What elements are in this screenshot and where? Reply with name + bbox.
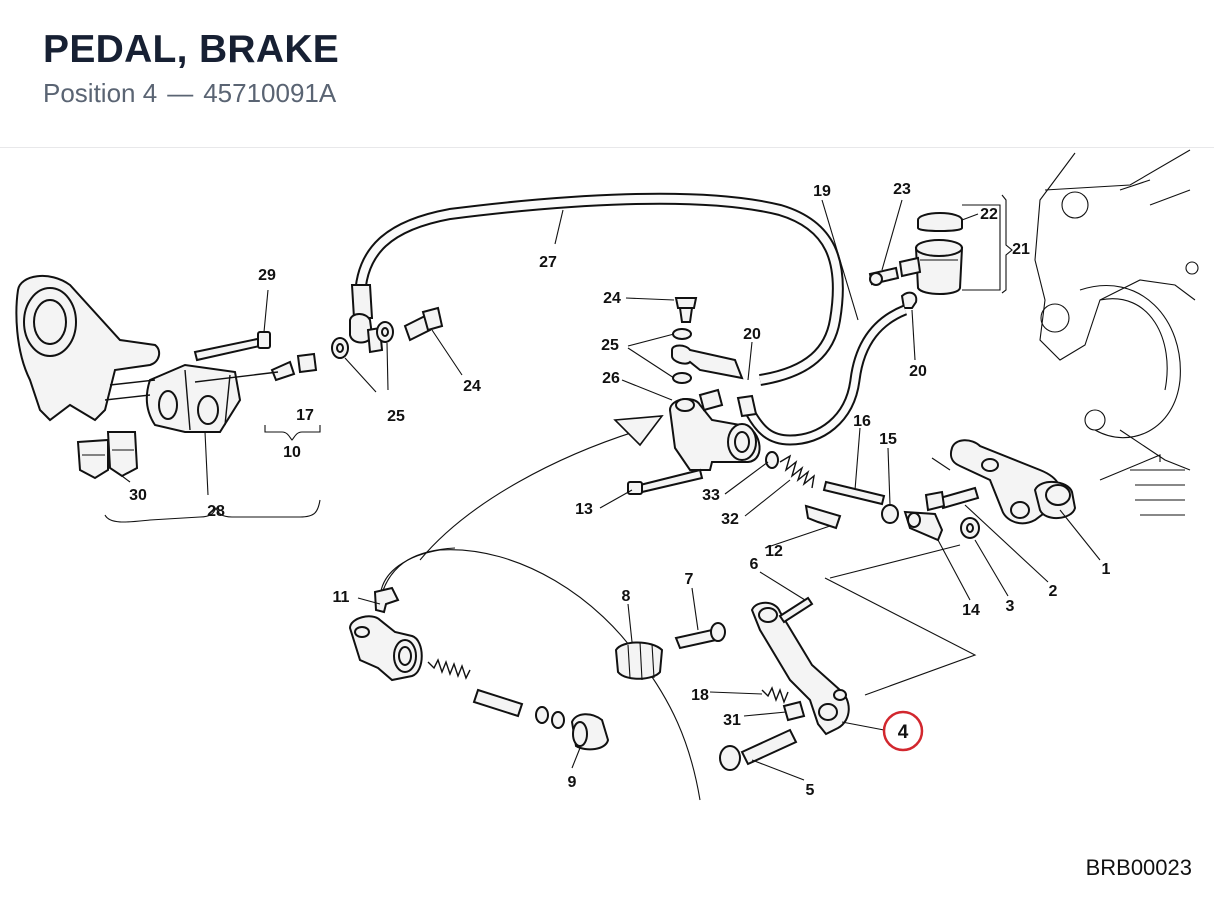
subtitle-separator: — <box>167 78 194 108</box>
callout-24-upper: 24 <box>603 290 621 307</box>
callout-23: 23 <box>893 181 911 198</box>
callout-15: 15 <box>879 431 897 448</box>
callout-8: 8 <box>622 588 631 605</box>
brake-hose-drawing <box>331 192 844 386</box>
callout-30: 30 <box>129 487 147 504</box>
callout-21: 21 <box>1012 241 1030 258</box>
callout-16: 16 <box>853 413 871 430</box>
callout-14: 14 <box>962 602 980 619</box>
brake-pedal-drawing <box>719 596 850 771</box>
callout-11: 11 <box>333 589 350 606</box>
callout-5: 5 <box>806 782 815 799</box>
callout-24-left: 24 <box>463 378 481 395</box>
callout-3: 3 <box>1006 598 1015 615</box>
callout-29: 29 <box>258 267 276 284</box>
page-title: PEDAL, BRAKE <box>43 28 340 71</box>
callout-7: 7 <box>685 571 694 588</box>
callout-22: 22 <box>980 206 998 223</box>
page-header: PEDAL, BRAKE Position 4 — 45710091A <box>0 0 1214 148</box>
page-subtitle: Position 4 — 45710091A <box>43 78 336 109</box>
callout-20-lower: 20 <box>909 363 927 380</box>
callout-12: 12 <box>765 543 783 560</box>
detail-enlargement-outline <box>379 415 977 801</box>
callout-10: 10 <box>283 444 301 461</box>
highlighted-callout-4[interactable]: 4 <box>882 710 924 752</box>
exploded-parts-diagram: 1 2 3 5 6 7 8 9 10 11 12 13 14 15 16 17 … <box>0 148 1214 897</box>
part-number: 45710091A <box>203 78 337 108</box>
callout-6: 6 <box>750 556 759 573</box>
callout-18: 18 <box>691 687 709 704</box>
callout-4: 4 <box>898 722 909 743</box>
engine-casing-drawing <box>1034 149 1199 516</box>
callout-13: 13 <box>575 501 593 518</box>
callout-2: 2 <box>1049 583 1058 600</box>
callout-26: 26 <box>602 370 620 387</box>
position-label: Position 4 <box>43 78 158 108</box>
reservoir-drawing <box>736 204 1001 446</box>
drawing-code: BRB00023 <box>1085 855 1192 880</box>
callout-25-left: 25 <box>387 408 405 425</box>
callout-28: 28 <box>207 503 225 520</box>
highlight-ring <box>882 710 924 752</box>
callout-25-upper: 25 <box>601 337 619 354</box>
master-cylinder-upper-drawing <box>627 297 944 542</box>
callout-20-upper: 20 <box>743 326 761 343</box>
callout-leader-lines <box>104 194 1101 781</box>
callout-31: 31 <box>723 712 741 729</box>
callout-33: 33 <box>702 487 720 504</box>
callout-32: 32 <box>721 511 739 528</box>
callout-9: 9 <box>568 774 577 791</box>
callout-19: 19 <box>813 183 831 200</box>
callout-labels: 1 2 3 5 6 7 8 9 10 11 12 13 14 15 16 17 … <box>129 181 1110 799</box>
callout-1: 1 <box>1102 561 1111 578</box>
footrest-bracket-drawing <box>924 439 1161 539</box>
callout-17: 17 <box>296 407 314 424</box>
master-cylinder-lower-drawing <box>348 586 726 751</box>
callout-27: 27 <box>539 254 557 271</box>
caliper-bracket-drawing <box>15 274 318 480</box>
